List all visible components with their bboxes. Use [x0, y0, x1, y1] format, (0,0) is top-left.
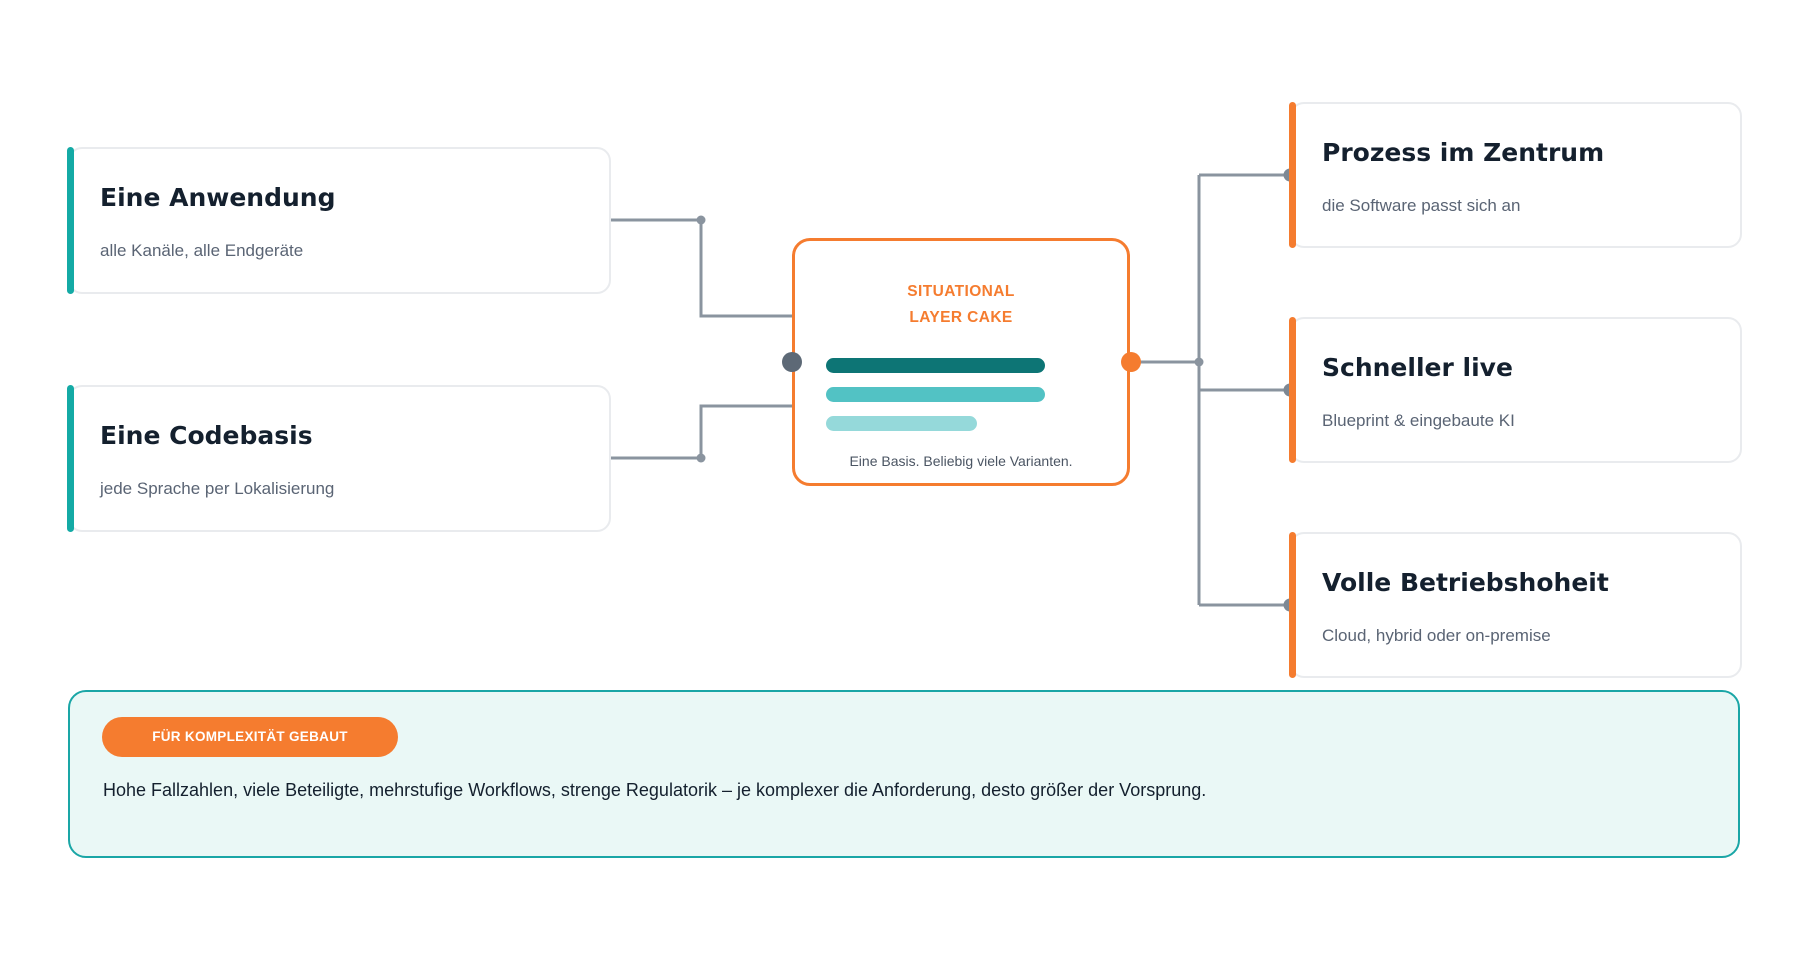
- junction-dot: [696, 215, 706, 225]
- layer-bar-mid: [826, 387, 1045, 402]
- card-title: Prozess im Zentrum: [1322, 138, 1605, 167]
- card-eine-codebasis: Eine Codebasis jede Sprache per Lokalisi…: [67, 385, 611, 532]
- card-subtitle: die Software passt sich an: [1322, 196, 1521, 215]
- card-prozess-im-zentrum: Prozess im Zentrum die Software passt si…: [1289, 102, 1742, 248]
- layer-cake-box: SITUATIONAL LAYER CAKE Eine Basis. Belie…: [792, 238, 1130, 486]
- layer-cake-title: SITUATIONAL LAYER CAKE: [795, 279, 1127, 331]
- card-subtitle: alle Kanäle, alle Endgeräte: [100, 241, 304, 260]
- connector-codebasis: [610, 404, 792, 460]
- card-accent-bar: [1289, 532, 1296, 678]
- connector-anwendung: [610, 218, 792, 318]
- card-volle-betriebshoheit: Volle Betriebshoheit Cloud, hybrid oder …: [1289, 532, 1742, 678]
- layer-bar-light: [826, 416, 977, 431]
- card-schneller-live: Schneller live Blueprint & eingebaute KI: [1289, 317, 1742, 463]
- card-title: Volle Betriebshoheit: [1322, 568, 1609, 597]
- complexity-badge: FÜR KOMPLEXITÄT GEBAUT: [102, 717, 398, 757]
- card-title: Schneller live: [1322, 353, 1513, 382]
- card-accent-bar: [1289, 317, 1296, 463]
- layer-cake-title-line2: LAYER CAKE: [909, 309, 1013, 326]
- complexity-banner: FÜR KOMPLEXITÄT GEBAUT Hohe Fallzahlen, …: [68, 690, 1740, 858]
- card-eine-anwendung: Eine Anwendung alle Kanäle, alle Endgerä…: [67, 147, 611, 294]
- junction-dot: [1194, 357, 1204, 367]
- card-accent-bar: [1289, 102, 1296, 248]
- layer-cake-caption: Eine Basis. Beliebig viele Varianten.: [849, 453, 1073, 469]
- card-title: Eine Anwendung: [100, 183, 336, 212]
- output-port-dot: [1121, 352, 1141, 372]
- card-subtitle: Cloud, hybrid oder on-premise: [1322, 626, 1551, 645]
- banner-text: Hohe Fallzahlen, viele Beteiligte, mehrs…: [103, 780, 1207, 800]
- card-accent-bar: [67, 147, 74, 294]
- input-port-dot: [782, 352, 802, 372]
- card-title: Eine Codebasis: [100, 421, 313, 450]
- junction-dot: [696, 453, 706, 463]
- layer-cake-title-line1: SITUATIONAL: [907, 283, 1015, 300]
- card-subtitle: jede Sprache per Lokalisierung: [100, 479, 335, 498]
- layer-bar-dark: [826, 358, 1045, 373]
- card-accent-bar: [67, 385, 74, 532]
- card-subtitle: Blueprint & eingebaute KI: [1322, 411, 1515, 430]
